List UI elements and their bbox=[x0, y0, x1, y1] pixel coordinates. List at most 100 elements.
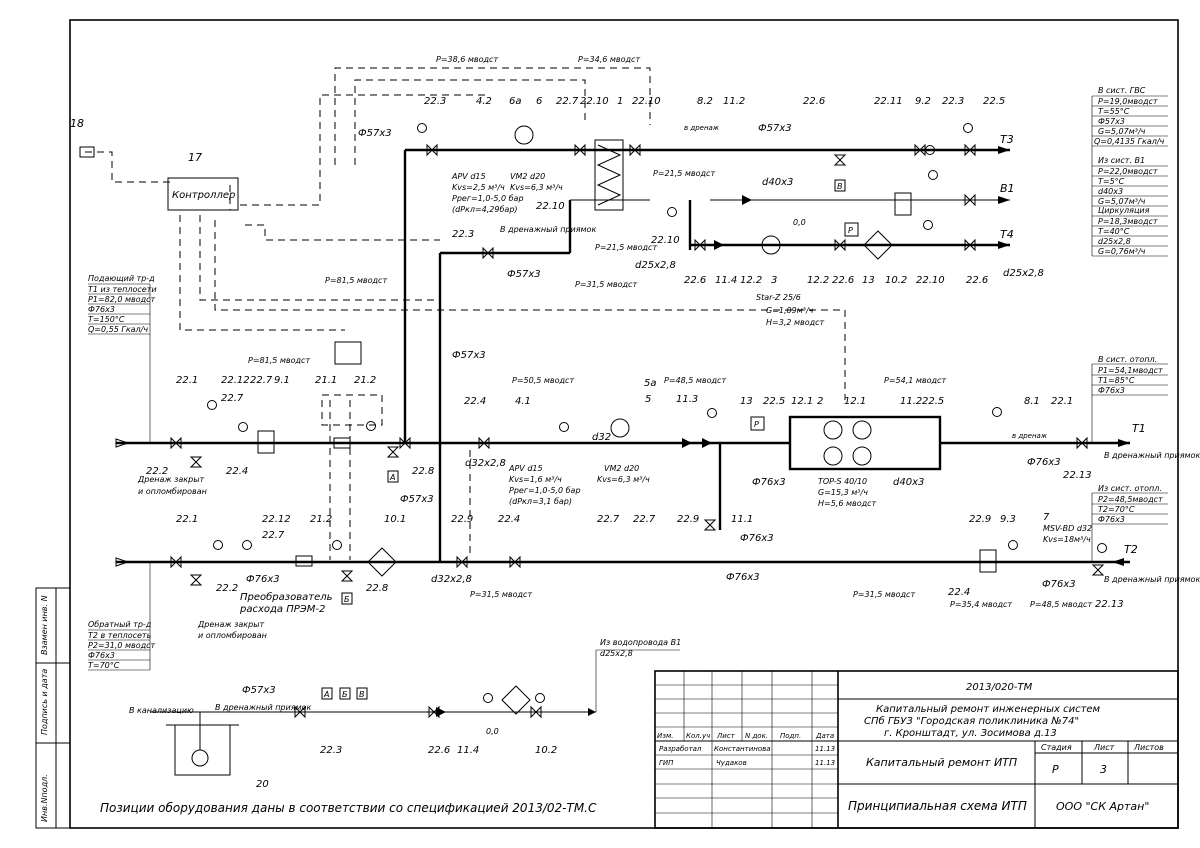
svg-text:T=5°С: T=5°С bbox=[1098, 177, 1125, 186]
pressure-label: P=35,4 мводст bbox=[950, 600, 1012, 609]
svg-text:В канализацию: В канализацию bbox=[129, 706, 194, 715]
svg-text:Kvs=6,3 м³/ч: Kvs=6,3 м³/ч bbox=[510, 183, 563, 192]
side-inv-orig: Инв.Nподл. bbox=[40, 774, 49, 822]
svg-text:В сист. ГВС: В сист. ГВС bbox=[1098, 86, 1146, 95]
pump-icon bbox=[852, 446, 872, 466]
svg-text:22.7: 22.7 bbox=[262, 530, 285, 541]
svg-text:22.10: 22.10 bbox=[916, 275, 945, 286]
svg-text:0,0: 0,0 bbox=[486, 727, 499, 736]
valve-icon bbox=[964, 193, 976, 207]
flow-arrow-icon bbox=[115, 438, 130, 448]
svg-text:Чудаков: Чудаков bbox=[716, 759, 747, 767]
svg-text:6: 6 bbox=[536, 96, 542, 107]
svg-text:Лист: Лист bbox=[1093, 743, 1115, 752]
svg-text:P=22,0мводст: P=22,0мводст bbox=[1098, 167, 1158, 176]
valve-icon bbox=[833, 154, 847, 166]
valve-icon bbox=[386, 446, 400, 458]
valve-icon bbox=[1076, 436, 1088, 450]
pressure-gauge-icon bbox=[992, 407, 1002, 417]
svg-text:Дата: Дата bbox=[815, 732, 834, 740]
svg-text:Ф76х3: Ф76х3 bbox=[1042, 579, 1076, 590]
svg-text:G=5,07м³/ч: G=5,07м³/ч bbox=[1098, 197, 1146, 206]
svg-text:TOP-S 40/10: TOP-S 40/10 bbox=[818, 477, 867, 486]
letter-box-label: А bbox=[389, 473, 395, 482]
letter-box-label: В bbox=[359, 690, 365, 699]
svg-text:21.2: 21.2 bbox=[310, 514, 332, 525]
svg-text:Ф76х3: Ф76х3 bbox=[752, 477, 786, 488]
svg-text:H=5,6 мводст: H=5,6 мводст bbox=[818, 499, 877, 508]
svg-text:Контроллер: Контроллер bbox=[172, 190, 235, 201]
svg-text:d32х2,8: d32х2,8 bbox=[465, 458, 506, 469]
tb-drawing: Принципиальная схема ИТП bbox=[848, 799, 1027, 813]
pressure-label: P=54,1 мводст bbox=[884, 376, 946, 385]
flow-arrow-icon bbox=[588, 708, 596, 716]
svg-text:22.5: 22.5 bbox=[983, 96, 1005, 107]
pressure-gauge-icon bbox=[667, 207, 677, 217]
svg-text:22.10: 22.10 bbox=[536, 201, 565, 212]
svg-text:Дренаж закрыт: Дренаж закрыт bbox=[197, 620, 265, 629]
svg-text:10.1: 10.1 bbox=[384, 514, 406, 525]
svg-text:G=0,76м³/ч: G=0,76м³/ч bbox=[1098, 247, 1146, 256]
tb-work: Капитальный ремонт ИТП bbox=[866, 756, 1017, 769]
svg-text:22.6: 22.6 bbox=[803, 96, 825, 107]
svg-text:11.13: 11.13 bbox=[815, 745, 835, 753]
svg-text:В дренажный приямок: В дренажный приямок bbox=[1104, 575, 1200, 584]
svg-text:Q=0,55 Гкал/ч: Q=0,55 Гкал/ч bbox=[88, 325, 148, 334]
svg-text:P=18,3мводст: P=18,3мводст bbox=[1098, 217, 1158, 226]
svg-text:в дренаж: в дренаж bbox=[684, 124, 720, 132]
valve-icon bbox=[478, 436, 490, 450]
letter-box bbox=[339, 687, 351, 700]
svg-text:Р2=31,0 мводст: Р2=31,0 мводст bbox=[88, 641, 156, 650]
svg-text:Ф57х3: Ф57х3 bbox=[242, 685, 276, 696]
pressure-switch-label: Р bbox=[848, 226, 853, 235]
heat-meter-icon bbox=[334, 341, 362, 365]
svg-text:3: 3 bbox=[771, 275, 777, 286]
pressure-label: P=81,5 мводст bbox=[248, 356, 310, 365]
svg-text:22.12: 22.12 bbox=[262, 514, 291, 525]
flow-meter-icon bbox=[295, 555, 313, 567]
svg-text:12.2: 12.2 bbox=[807, 275, 829, 286]
svg-text:Р1=82,0 мводст: Р1=82,0 мводст bbox=[88, 295, 156, 304]
valve-icon bbox=[629, 143, 641, 157]
svg-text:22.2: 22.2 bbox=[146, 466, 168, 477]
equipment-notes: Star-Z 25/6 G=1,09м³/ч H=3,2 мводст TOP-… bbox=[129, 124, 1200, 736]
letter-box-label: Б bbox=[344, 595, 350, 604]
pump-icon bbox=[852, 420, 872, 440]
mud-trap-icon bbox=[894, 192, 912, 216]
svg-text:G=5,07м³/ч: G=5,07м³/ч bbox=[1098, 127, 1146, 136]
outdoor-sensor bbox=[79, 146, 95, 158]
valve-icon bbox=[189, 456, 203, 468]
svg-text:APV d15: APV d15 bbox=[451, 172, 486, 181]
svg-text:Ф76х3: Ф76х3 bbox=[1027, 457, 1061, 468]
pressure-gauge-icon bbox=[417, 123, 427, 133]
svg-text:22.8: 22.8 bbox=[412, 466, 434, 477]
svg-text:10.2: 10.2 bbox=[885, 275, 907, 286]
svg-text:Дренаж закрыт: Дренаж закрыт bbox=[137, 475, 205, 484]
svg-text:22.10: 22.10 bbox=[632, 96, 661, 107]
flow-meter-icon bbox=[333, 437, 351, 449]
svg-text:22.9: 22.9 bbox=[677, 514, 699, 525]
svg-text:Ррег=1,0-5,0 бар: Ррег=1,0-5,0 бар bbox=[509, 486, 581, 495]
svg-text:12.2: 12.2 bbox=[740, 275, 762, 286]
svg-text:Kvs=2,5 м³/ч: Kvs=2,5 м³/ч bbox=[452, 183, 505, 192]
svg-text:Лист: Лист bbox=[716, 732, 736, 740]
pressure-gauge-icon bbox=[923, 220, 933, 230]
svg-text:Изм.: Изм. bbox=[657, 732, 673, 740]
svg-text:22.1: 22.1 bbox=[176, 514, 198, 525]
svg-text:Т=150°С: Т=150°С bbox=[88, 315, 125, 324]
svg-text:d25х2,8: d25х2,8 bbox=[600, 649, 633, 658]
pressure-gauge-icon bbox=[332, 540, 342, 550]
letter-box bbox=[356, 687, 368, 700]
check-valve-icon bbox=[714, 240, 724, 250]
svg-text:20: 20 bbox=[256, 779, 269, 790]
svg-text:Подп.: Подп. bbox=[780, 732, 801, 740]
svg-text:7: 7 bbox=[1043, 512, 1050, 523]
svg-text:Kvs=6,3 м³/ч: Kvs=6,3 м³/ч bbox=[597, 475, 650, 484]
svg-text:22.7: 22.7 bbox=[221, 393, 244, 404]
svg-text:22.7: 22.7 bbox=[633, 514, 656, 525]
check-valve-icon bbox=[742, 195, 752, 205]
svg-text:22.13: 22.13 bbox=[1095, 599, 1124, 610]
svg-text:22.7: 22.7 bbox=[250, 375, 273, 386]
svg-text:11.1: 11.1 bbox=[731, 514, 753, 525]
